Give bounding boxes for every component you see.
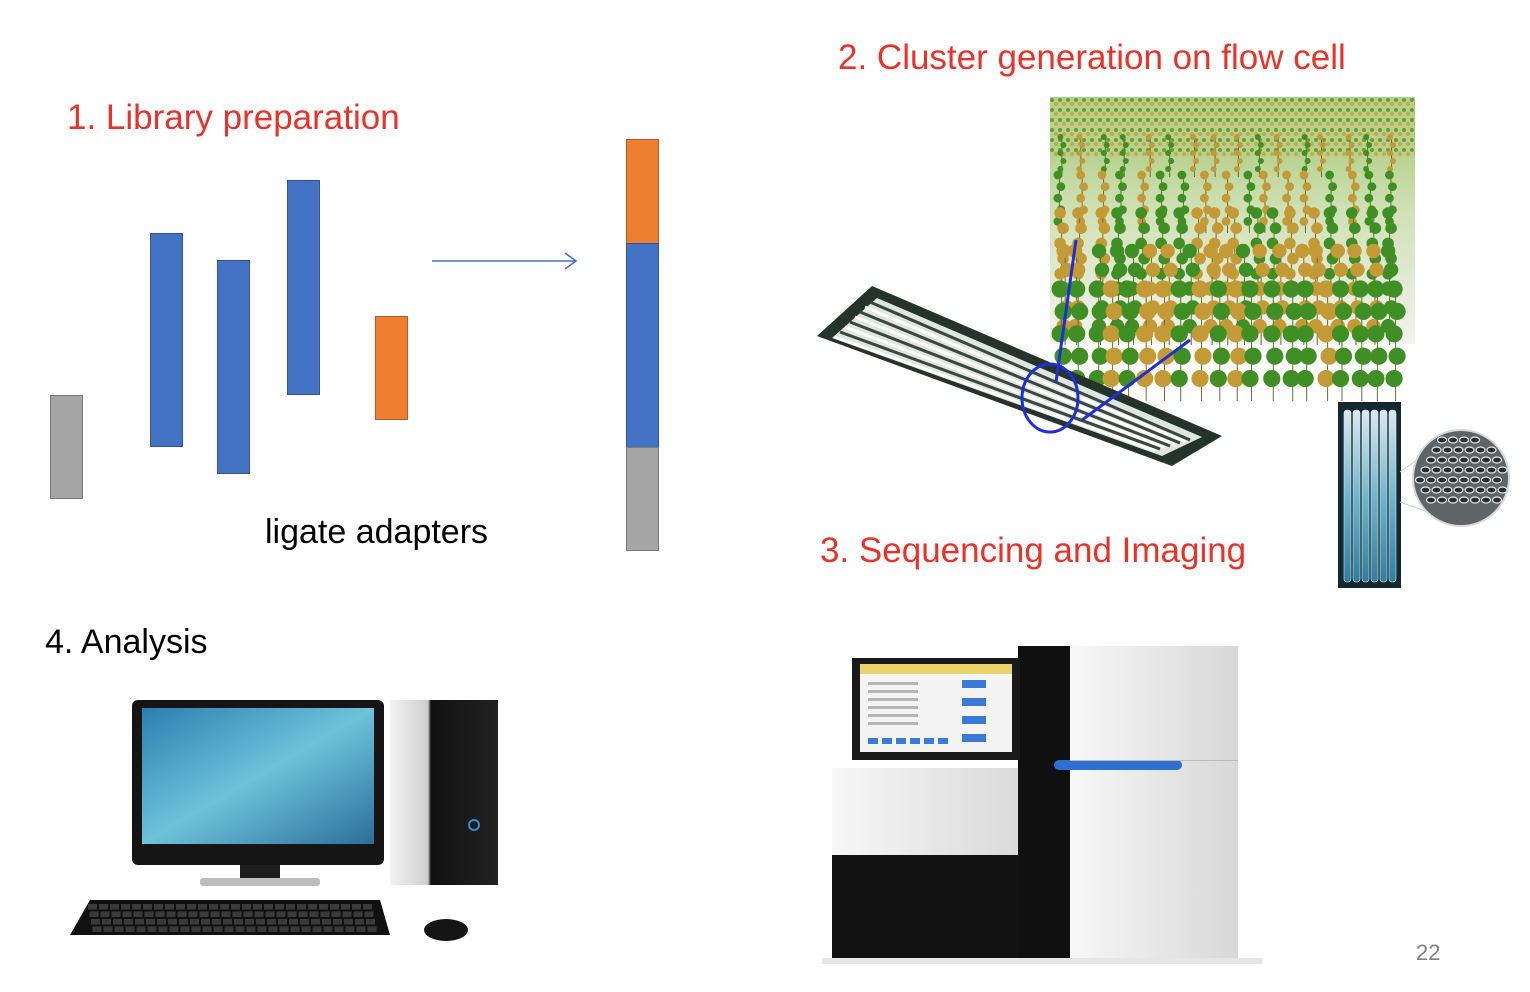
arrow-right-icon — [432, 252, 578, 270]
ligated-gray-adapter — [626, 447, 659, 551]
zoom-lines — [1020, 239, 1191, 434]
page-number: 22 — [1416, 940, 1441, 965]
desktop-computer-illustration — [70, 700, 498, 941]
step1-title: 1. Library preparation — [67, 98, 400, 137]
gray-adapter-fragment — [50, 395, 83, 499]
flow-cell-illustration — [817, 286, 1222, 466]
dna-fragment-2 — [217, 260, 250, 474]
orange-adapter-fragment — [375, 316, 408, 420]
dna-cluster-illustration — [1050, 97, 1415, 401]
ligated-dna-fragment — [626, 243, 659, 448]
ligate-adapters-label: ligate adapters — [265, 513, 489, 551]
dna-fragment-3 — [287, 180, 320, 395]
ligated-orange-adapter — [626, 139, 659, 244]
dna-fragment-1 — [150, 233, 183, 447]
step2-title: 2. Cluster generation on flow cell — [838, 38, 1346, 77]
step3-title: 3. Sequencing and Imaging — [820, 531, 1247, 570]
flow-cell-closeup-illustration — [1338, 402, 1510, 588]
step4-title: 4. Analysis — [45, 623, 208, 661]
sequencer-machine-illustration — [822, 646, 1262, 964]
